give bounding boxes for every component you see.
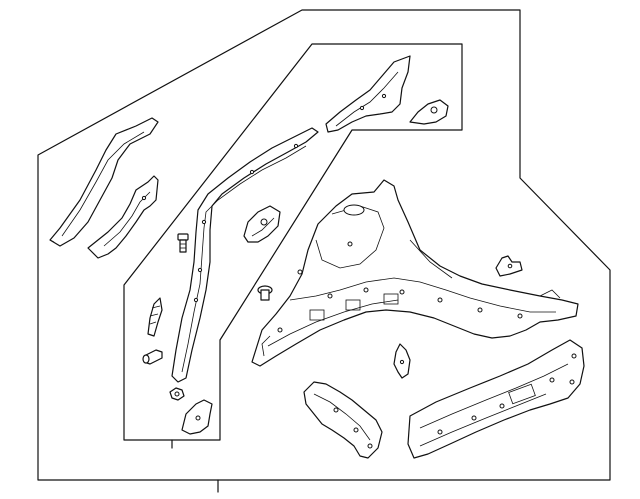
nut (169, 387, 185, 401)
side-member-extension (407, 339, 585, 459)
inner-group-boundary (123, 43, 463, 441)
front-apron-assembly (251, 179, 579, 367)
tab-bracket (495, 255, 523, 277)
bracket-small-left (147, 297, 163, 337)
small-bracket (409, 99, 449, 125)
lower-clip (181, 399, 213, 435)
pin (142, 349, 163, 365)
outer-boundary (37, 9, 611, 481)
lower-mount-bracket (303, 381, 383, 459)
mount-bracket (243, 205, 281, 243)
stud (257, 285, 273, 301)
front-pillar-reinforcement (171, 127, 319, 383)
gusset-bracket (393, 343, 411, 379)
upper-bracket (325, 55, 411, 133)
left-panel-upper (49, 117, 159, 247)
left-panel-lower (87, 175, 159, 259)
bolt (177, 233, 189, 253)
